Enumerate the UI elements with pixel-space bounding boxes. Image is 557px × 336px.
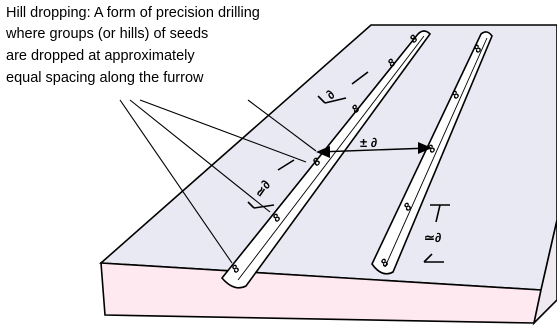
hill-spacing-mark-right bbox=[423, 204, 450, 263]
furrow-left bbox=[220, 30, 432, 289]
hill-spacing-mark-middle bbox=[247, 159, 295, 209]
caption-line-4: equal spacing along the furrow bbox=[6, 70, 204, 86]
furrow-left-centerline bbox=[237, 35, 425, 281]
hill-spacing-mark-upper bbox=[317, 71, 369, 104]
soil-bed-side bbox=[532, 219, 557, 326]
caption: Hill dropping: A form of precision drill… bbox=[5, 5, 260, 86]
hill-spacing-label-right: ≃∂ bbox=[424, 230, 441, 245]
furrow-right-centerline bbox=[384, 37, 488, 268]
caption-leader-lines bbox=[119, 99, 317, 264]
row-spacing-label: ± ∂ bbox=[360, 135, 377, 150]
caption-line-3: are dropped at approximately bbox=[6, 48, 195, 64]
furrow-right bbox=[371, 31, 493, 275]
caption-line-1: Hill dropping: A form of precision drill… bbox=[6, 5, 260, 21]
caption-line-2: where groups (or hills) of seeds bbox=[5, 26, 208, 42]
row-spacing-dimension: ± ∂ bbox=[316, 135, 432, 158]
